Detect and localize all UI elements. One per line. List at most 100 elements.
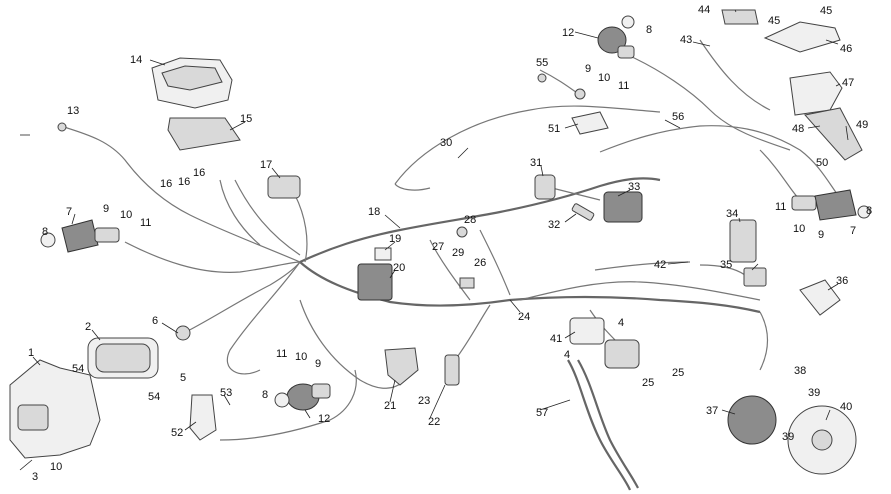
horn	[189, 394, 217, 441]
callout-10e: 10	[50, 461, 62, 473]
callout-55: 55	[536, 57, 548, 69]
callout-8a: 8	[42, 226, 48, 238]
wire-13	[63, 126, 301, 263]
wire-rear-turn-top	[629, 55, 791, 151]
callout-3: 3	[32, 471, 38, 483]
callout-27: 27	[432, 241, 444, 253]
cdi-unit	[729, 219, 757, 263]
callout-30: 30	[440, 137, 452, 149]
plate-48	[804, 107, 863, 161]
callout-16c: 16	[193, 167, 205, 179]
callout-32: 32	[548, 219, 560, 231]
turn-signal-right	[791, 189, 857, 221]
callout-15: 15	[240, 113, 252, 125]
callout-10a: 10	[120, 209, 132, 221]
wire-42	[594, 261, 691, 271]
callout-7a: 7	[66, 206, 72, 218]
callout-39a: 39	[808, 387, 820, 399]
callout-47: 47	[842, 77, 854, 89]
callout-8b: 8	[262, 389, 268, 401]
callout-31: 31	[530, 157, 542, 169]
callout-45b: 45	[820, 5, 832, 17]
callout-21: 21	[384, 400, 396, 412]
callout-10c: 10	[598, 72, 610, 84]
wire-17	[294, 194, 308, 263]
callout-19: 19	[389, 233, 401, 245]
callout-8d: 8	[866, 205, 872, 217]
wire-horn	[219, 369, 357, 441]
bulb-8-right	[857, 205, 871, 219]
bracket-36	[799, 279, 841, 316]
cable-57	[567, 359, 632, 491]
bracket-51	[571, 111, 609, 135]
wire-30-end	[394, 183, 431, 191]
callout-54b: 54	[148, 391, 160, 403]
callout-10b: 10	[295, 351, 307, 363]
wire-turn-left	[124, 241, 301, 273]
callout-1: 1	[28, 347, 34, 359]
wire-56	[599, 125, 841, 199]
callout-50: 50	[816, 157, 828, 169]
callout-12b: 12	[318, 413, 330, 425]
callout-48: 48	[792, 123, 804, 135]
regulator-20	[357, 263, 393, 301]
connector-26	[459, 277, 475, 289]
callout-6: 6	[152, 315, 158, 327]
dash-bracket	[167, 117, 241, 151]
ignition-coil	[603, 191, 643, 223]
callout-51: 51	[548, 123, 560, 135]
wire-30	[394, 105, 661, 185]
headlight-bracket	[9, 359, 101, 459]
callout-37: 37	[706, 405, 718, 417]
callout-10d: 10	[793, 223, 805, 235]
relay-35	[743, 267, 767, 287]
callout-11b: 11	[276, 348, 287, 360]
wire-turn-right	[759, 149, 801, 201]
callout-11d: 11	[775, 201, 786, 213]
bulb-8-rear-top	[621, 15, 635, 29]
callout-16a: 16	[160, 178, 172, 190]
sensor-21	[384, 347, 419, 386]
wire-37	[759, 311, 769, 371]
bulb-8-lower	[274, 392, 290, 408]
callout-23: 23	[418, 395, 430, 407]
callout-49: 49	[856, 119, 868, 131]
callout-33: 33	[628, 181, 640, 193]
callout-2: 2	[85, 321, 91, 333]
callout-labels: 1 2 3 4 4 5 6 7 7 8 8 8 8 9 9 9 9 10 10 …	[28, 4, 872, 483]
callout-42: 42	[654, 259, 666, 271]
instrument-cluster	[151, 57, 233, 109]
callout-11a: 11	[140, 217, 151, 229]
callout-34: 34	[726, 208, 738, 220]
callout-35: 35	[720, 259, 732, 271]
callout-18: 18	[368, 206, 380, 218]
callout-5: 5	[180, 372, 186, 384]
turn-signal-left	[61, 219, 120, 253]
wire-28	[429, 239, 471, 301]
wire-21	[299, 299, 406, 389]
callout-9d: 9	[818, 229, 824, 241]
wire-55	[539, 69, 581, 96]
callout-8c: 8	[646, 24, 652, 36]
wire-front-lower	[226, 261, 301, 375]
screw-3	[19, 459, 33, 471]
turn-signal-rear-top	[597, 26, 635, 59]
callout-4b: 4	[564, 349, 570, 361]
callout-14: 14	[130, 54, 142, 66]
wire-dash-2	[219, 179, 261, 246]
callout-16b: 16	[178, 176, 190, 188]
callout-44: 44	[698, 4, 710, 16]
callout-22: 22	[428, 416, 440, 428]
callout-38: 38	[794, 365, 806, 377]
callout-24: 24	[518, 311, 530, 323]
spark-plug-cap	[534, 174, 556, 200]
callout-52: 52	[171, 427, 183, 439]
cable-57-b	[577, 359, 639, 489]
callout-41: 41	[550, 333, 562, 345]
callout-29: 29	[452, 247, 464, 259]
harness-24-wire	[519, 281, 761, 301]
wire-22	[454, 304, 491, 361]
stator	[727, 395, 777, 445]
callout-26: 26	[474, 257, 486, 269]
